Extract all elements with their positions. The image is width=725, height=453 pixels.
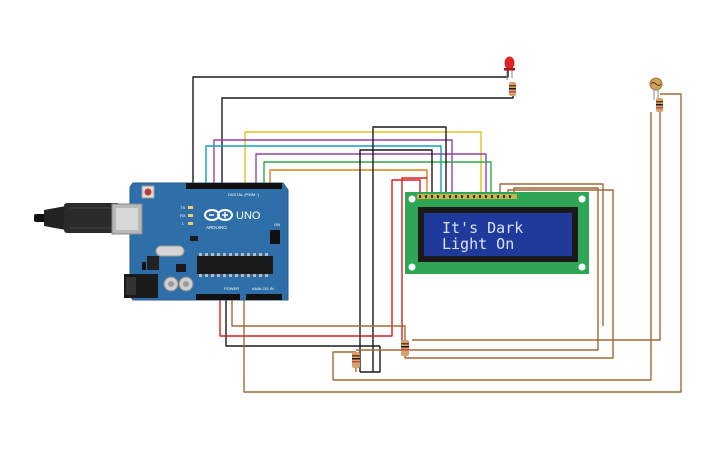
arduino-uno[interactable]: UNO ARDUINO DIGITAL (PWM~) ANALOG IN POW… [111, 182, 289, 301]
wire-red-5v[interactable] [219, 179, 421, 337]
resistor-bottom-right[interactable] [401, 340, 409, 356]
wire-led-gnd[interactable] [192, 68, 509, 183]
label-digital: DIGITAL (PWM~) [228, 192, 260, 197]
analog-header[interactable] [246, 294, 282, 300]
wire-black-lcd-2[interactable] [359, 149, 433, 372]
board-model: UNO [236, 210, 261, 222]
wire-brown-3[interactable] [404, 189, 614, 359]
led[interactable] [504, 56, 515, 81]
label-tx: TX [180, 205, 185, 210]
label-rx: RX [180, 213, 186, 218]
power-header[interactable] [196, 294, 240, 300]
wire-purple-2[interactable] [255, 153, 487, 195]
label-analog: ANALOG IN [252, 286, 274, 291]
wire-brown-6[interactable] [499, 183, 604, 326]
wires [192, 68, 682, 393]
lcd-16x2[interactable]: It's Dark Light On [405, 192, 589, 274]
wire-brown-8[interactable] [412, 106, 661, 341]
wire-black-loop[interactable] [360, 346, 381, 373]
wire-brown-9[interactable] [356, 187, 599, 351]
wire-brown-5[interactable] [333, 112, 652, 381]
atmega-chip [197, 256, 273, 274]
wire-brown-2[interactable] [243, 93, 682, 393]
wire-red-lcd[interactable] [401, 177, 427, 346]
lcd-line-2: Light On [442, 235, 514, 253]
photoresistor-resistor[interactable] [656, 98, 663, 112]
label-power: POWER [224, 286, 239, 291]
wire-yellow[interactable] [244, 131, 482, 195]
led-bulb [504, 56, 515, 70]
board-brand: ARDUINO [206, 225, 227, 230]
led-resistor[interactable] [509, 82, 516, 96]
photoresistor[interactable] [649, 77, 663, 100]
wire-brown-1[interactable] [231, 300, 406, 340]
label-on: ON [274, 222, 280, 227]
label-l: L [182, 221, 185, 226]
wire-brown-4[interactable] [332, 351, 356, 380]
wire-green[interactable] [263, 161, 492, 195]
resistor-bottom-left[interactable] [352, 352, 360, 368]
digital-header[interactable] [186, 183, 282, 189]
wire-cyan[interactable] [205, 145, 442, 195]
usb-cable [34, 203, 120, 233]
crystal [155, 245, 185, 257]
wire-purple-1[interactable] [213, 139, 453, 195]
arduino-logo-icon [204, 209, 233, 221]
lcd-screen [424, 213, 572, 256]
lcd-line-1: It's Dark [442, 219, 523, 237]
wire-black-gnd[interactable] [225, 300, 380, 347]
wire-black-lcd-1[interactable] [372, 126, 447, 372]
wire-orange[interactable] [269, 169, 428, 195]
